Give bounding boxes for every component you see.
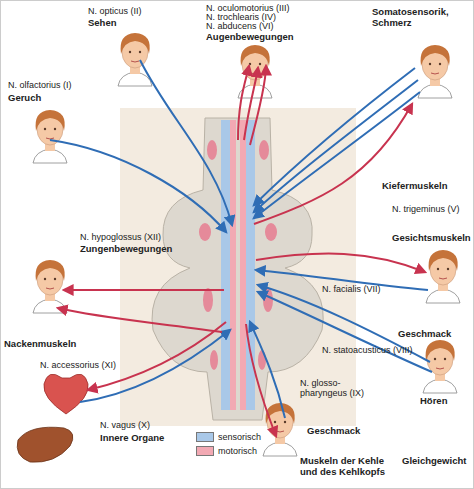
function-label: Gleichgewicht [402,455,474,466]
motor-column [230,120,236,410]
motor-column [240,120,246,410]
motor-nerve [64,289,224,291]
function-label: Geruch [8,92,68,103]
nucleus [199,223,211,241]
nucleus [258,350,266,370]
function-label: Innere Organe [100,432,180,443]
legend-entry: sensorisch [196,432,261,442]
function-label: Kiefermuskeln [382,180,472,191]
function-label: Augenbewegungen [206,31,306,42]
nerve-label: N. abducens (VI) [206,21,326,31]
nerve-label: N. olfactorius (I) [8,80,108,90]
nucleus [207,140,217,160]
heart-illustration [44,374,88,414]
nucleus [210,350,218,370]
nucleus [265,223,277,241]
legend-swatch [196,446,214,456]
sensory-nerve [50,140,226,232]
nerve-label: N. vagus (X) [100,420,180,430]
function-label: Sehen [88,17,148,28]
sensory-column [221,120,235,410]
motor-nerve [256,254,425,272]
function-label: Zungenbewegungen [80,243,190,254]
nerve-label: N. glosso-pharyngeus (IX) [300,378,370,398]
function-label: Muskeln der Kehle und des Kehlkopfs [300,455,396,477]
function-label: Hören [420,395,470,406]
function-label: Nackenmuskeln [4,338,84,349]
liver-illustration [17,427,73,462]
nerve-label: N. accessorius (XI) [40,360,140,370]
sensory-nerve [140,60,232,225]
motor-nerve [58,308,222,332]
head-illustration [33,110,67,163]
head-illustration [263,403,297,456]
head-illustration [118,33,152,86]
motor-nerve [254,104,412,224]
legend-text: motorisch [218,446,257,456]
sensory-nerve [254,92,420,218]
motor-nerve [244,68,258,140]
head-illustration [418,45,452,98]
motor-nerve [246,324,276,436]
head-illustration [423,340,457,393]
function-label: Somatosensorik, Schmerz [372,6,464,28]
nucleus [259,140,269,160]
nerve-label: N. oculomotorius (III) [206,3,326,13]
sensory-nerve [254,80,418,212]
legend-text: sensorisch [218,432,261,442]
motor-nerve [250,66,266,145]
nucleus [263,288,273,312]
head-illustration [33,260,67,313]
nerve-label: N. opticus (II) [88,6,198,16]
nerve-label: N. trochlearis (IV) [206,12,326,22]
function-label: Geschmack [307,425,377,436]
nerve-label: N. hypoglossus (XII) [80,232,190,242]
nerve-label: N. trigeminus (V) [392,204,472,214]
motor-nerve [238,66,249,140]
nerve-label: N. facialis (VII) [322,284,402,294]
function-label: Gesichtsmuskeln [392,232,474,243]
legend-swatch [196,432,214,442]
nucleus [203,288,213,312]
nerve-label: N. statoacusticus (VIII) [322,345,432,355]
function-label: Geschmack [398,328,468,339]
motor-nerve [88,322,226,390]
legend-entry: motorisch [196,446,257,456]
head-illustration [426,250,460,303]
